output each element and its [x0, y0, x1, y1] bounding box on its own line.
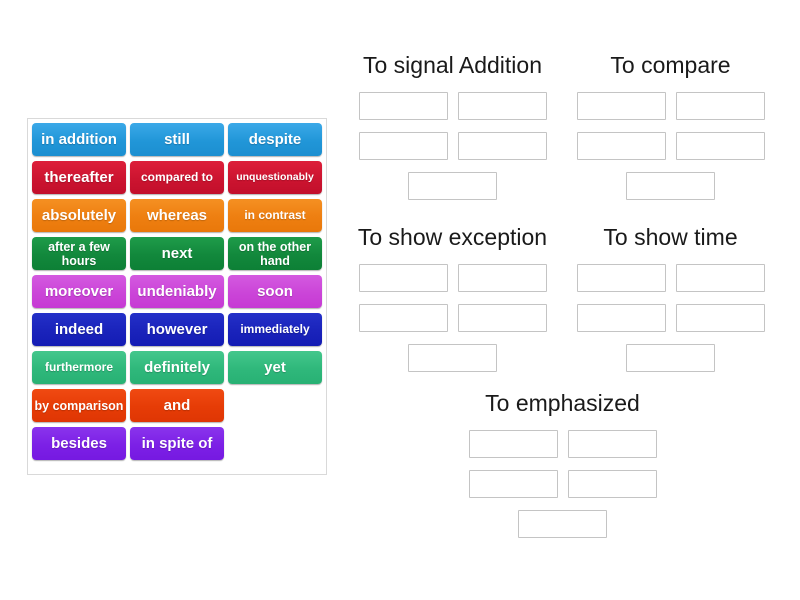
drop-slot[interactable] [518, 510, 607, 538]
category-emphasized: To emphasized [460, 392, 665, 550]
drop-slot[interactable] [358, 132, 448, 160]
word-tile[interactable]: definitely [130, 351, 224, 384]
word-tile[interactable]: after a few hours [32, 237, 126, 270]
category-title: To show exception [357, 224, 548, 250]
drop-slot-row [460, 470, 665, 498]
word-tile-grid: in addition still despite thereafter com… [32, 123, 326, 465]
drop-slot-row [460, 510, 665, 538]
drop-slot[interactable] [408, 172, 497, 200]
drop-slot-group [350, 92, 555, 200]
word-tile[interactable]: soon [228, 275, 322, 308]
word-tile[interactable]: furthermore [32, 351, 126, 384]
drop-slot[interactable] [358, 304, 448, 332]
word-tile[interactable]: whereas [130, 199, 224, 232]
drop-slot[interactable] [626, 344, 715, 372]
drop-slot[interactable] [626, 172, 715, 200]
word-tile[interactable]: and [130, 389, 224, 422]
drop-slot[interactable] [457, 132, 547, 160]
category-title: To show time [603, 224, 738, 250]
word-tile[interactable]: yet [228, 351, 322, 384]
drop-slot[interactable] [567, 430, 657, 458]
drop-slot-row [568, 132, 773, 160]
word-tile[interactable]: by comparison [32, 389, 126, 422]
drop-slot-row [568, 92, 773, 120]
drop-slot-row [568, 344, 773, 372]
drop-slot[interactable] [576, 132, 666, 160]
category-title: To signal Addition [362, 52, 542, 78]
drop-slot[interactable] [457, 92, 547, 120]
drop-slot[interactable] [358, 92, 448, 120]
drop-slot[interactable] [457, 264, 547, 292]
word-tile[interactable]: moreover [32, 275, 126, 308]
drop-slot-row [460, 430, 665, 458]
word-tile[interactable]: thereafter [32, 161, 126, 194]
word-tile-tray: in addition still despite thereafter com… [27, 118, 327, 475]
word-tile[interactable]: besides [32, 427, 126, 460]
drop-slot-row [350, 92, 555, 120]
drop-slot-group [350, 264, 555, 372]
category-show-time: To show time [568, 226, 773, 384]
drop-slot[interactable] [567, 470, 657, 498]
drop-slot[interactable] [457, 304, 547, 332]
word-tile[interactable]: absolutely [32, 199, 126, 232]
word-tile[interactable]: in contrast [228, 199, 322, 232]
drop-slot[interactable] [675, 304, 765, 332]
drop-slot-row [568, 304, 773, 332]
drop-slot-row [350, 344, 555, 372]
category-title: To compare [610, 52, 731, 78]
drop-slot-row [350, 172, 555, 200]
drop-slot[interactable] [675, 132, 765, 160]
drop-slot[interactable] [468, 430, 558, 458]
drop-slot[interactable] [576, 264, 666, 292]
drop-slot[interactable] [576, 304, 666, 332]
word-tile[interactable]: still [130, 123, 224, 156]
word-tile[interactable]: compared to [130, 161, 224, 194]
drop-slot-row [568, 264, 773, 292]
drop-slot[interactable] [408, 344, 497, 372]
word-tile[interactable]: however [130, 313, 224, 346]
drop-slot-group [568, 264, 773, 372]
word-tile[interactable]: on the other hand [228, 237, 322, 270]
drop-slot[interactable] [468, 470, 558, 498]
word-tile[interactable]: in spite of [130, 427, 224, 460]
word-tile[interactable]: undeniably [130, 275, 224, 308]
category-show-exception: To show exception [350, 226, 555, 384]
word-tile[interactable]: despite [228, 123, 322, 156]
drop-slot[interactable] [576, 92, 666, 120]
word-tile[interactable]: in addition [32, 123, 126, 156]
word-tile[interactable]: immediately [228, 313, 322, 346]
drop-slot[interactable] [358, 264, 448, 292]
drop-slot-group [460, 430, 665, 538]
drop-slot[interactable] [675, 264, 765, 292]
drop-slot-row [350, 132, 555, 160]
category-signal-addition: To signal Addition [350, 54, 555, 212]
drop-slot[interactable] [675, 92, 765, 120]
tile-grid-spacer [228, 389, 322, 422]
word-tile[interactable]: indeed [32, 313, 126, 346]
drop-slot-row [350, 304, 555, 332]
category-compare: To compare [568, 54, 773, 212]
word-tile[interactable]: unquestionably [228, 161, 322, 194]
category-title: To emphasized [485, 390, 640, 416]
drop-slot-group [568, 92, 773, 200]
drop-slot-row [350, 264, 555, 292]
word-tile[interactable]: next [130, 237, 224, 270]
drop-slot-row [568, 172, 773, 200]
